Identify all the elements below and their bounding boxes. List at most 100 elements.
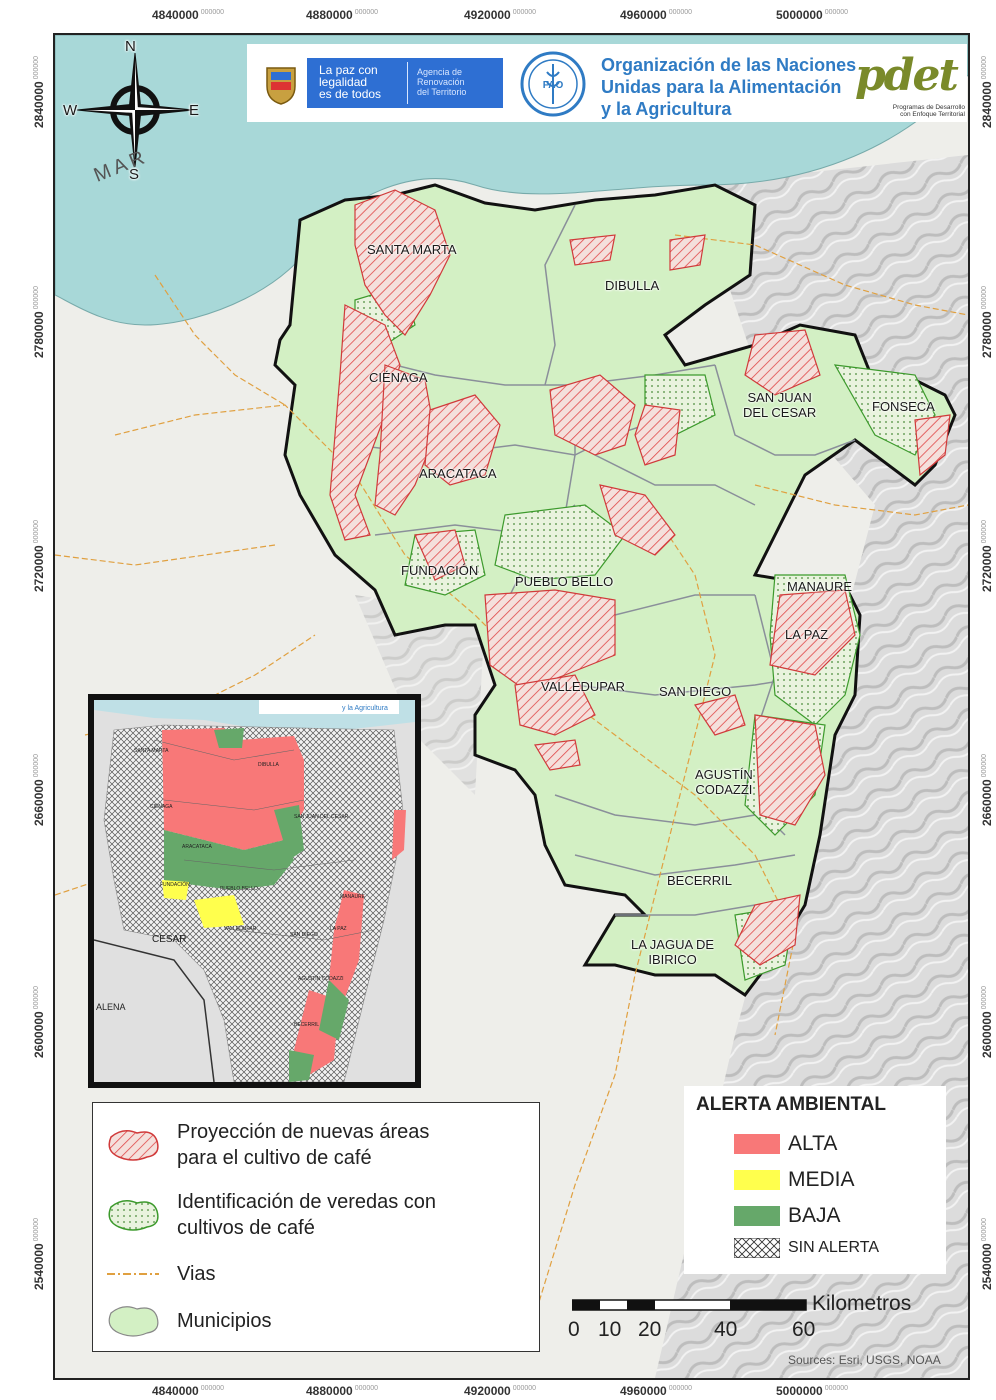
alert-item-alta: ALTA (734, 1132, 837, 1156)
red-hatch-icon (108, 1130, 159, 1161)
label-la-paz: LA PAZ (785, 627, 829, 642)
agency-line1: Agencia de (417, 67, 463, 77)
new-coffee-areas (329, 189, 951, 966)
road-line-icon (107, 1273, 159, 1275)
inset-header-text: y la Agricultura (342, 705, 388, 712)
inset-baja-2 (274, 805, 304, 860)
inset-label-becerril: BECERRIL (294, 1022, 320, 1028)
inset-baja-4 (319, 980, 349, 1040)
legend-alert: ALERTA AMBIENTAL ALTA MEDIA BAJA SIN ALE… (684, 1086, 946, 1274)
inset-media-2 (162, 880, 189, 900)
inset-label-santa-marta: SANTA MARTA (134, 748, 169, 754)
legend-item-municipios: Municipios (103, 1301, 271, 1341)
inset-label-manaure: MANAURE (340, 894, 366, 900)
agency-line3: del Territorio (417, 87, 467, 97)
compass-w: W (63, 102, 78, 119)
legend-text-new-areas: Proyección de nuevas áreas para el culti… (177, 1121, 430, 1169)
legend-text-vias: Vias (177, 1263, 216, 1285)
label-fundacion: FUNDACIÓN (401, 563, 479, 578)
gov-line2: legalidad (319, 75, 368, 89)
inset-label-san-diego: SAN DIEGO (290, 932, 318, 938)
gov-line3: es de todos (319, 87, 382, 101)
inset-label-aracataca: ARACATACA (182, 844, 212, 850)
inset-label-magdalena: ALENA (96, 1002, 126, 1012)
inset-header (259, 700, 399, 714)
inset-label-valledupar: VALLEDUPAR (224, 926, 257, 932)
agency-line2: Renovación (417, 77, 465, 87)
label-aracataca: ARACATACA (419, 466, 497, 481)
inset-baja-3 (214, 728, 244, 748)
coord-right-4: 2660000000000 (980, 753, 994, 826)
baja-swatch (734, 1206, 780, 1226)
label-manaure: MANAURE (787, 579, 853, 594)
coord-right-1: 2840000000000 (980, 55, 994, 128)
inset-muni-lines (153, 739, 375, 941)
inset-map[interactable]: y la Agricultura SANTA MARTA DIBULLA CIÉ… (88, 694, 421, 1088)
legend-text-municipios: Municipios (177, 1310, 272, 1332)
coord-right-3: 2720000000000 (980, 519, 994, 592)
label-dibulla: DIBULLA (605, 278, 660, 293)
coord-right-2: 2780000000000 (980, 285, 994, 358)
inset-baja-central (164, 830, 294, 890)
compass-s: S (129, 166, 140, 183)
pdet-word: pdet (855, 50, 959, 101)
label-cienaga: CIÉNAGA (369, 370, 428, 385)
fao-line1: Organización de las Naciones (601, 55, 857, 75)
inset-label-fundacion: FUNDACIÓN (160, 882, 190, 888)
svg-text:FAO: FAO (543, 80, 564, 91)
alta-swatch (734, 1134, 780, 1154)
coord-right-5: 2600000000000 (980, 985, 994, 1058)
inset-media-1 (194, 895, 244, 928)
compass-e: E (189, 102, 200, 119)
pdet-logo: pdet (855, 50, 959, 101)
inset-alta-ne (392, 810, 406, 860)
inset-label-la-paz: LA PAZ (330, 926, 347, 932)
label-san-juan: SAN JUAN DEL CESAR (743, 390, 817, 420)
label-pueblo-bello: PUEBLO BELLO (515, 574, 614, 589)
pdet-sub1: Programas de Desarrollo (892, 104, 965, 111)
gov-line1: La paz con (319, 63, 378, 77)
scale-tick-0: 0 (568, 1318, 580, 1341)
inset-alta-north (162, 728, 304, 850)
label-becerril: BECERRIL (667, 873, 733, 888)
crosshatch-swatch (734, 1238, 780, 1258)
legend-item-veredas: Identificación de veredas con cultivos d… (103, 1189, 436, 1241)
coord-right-6: 2540000000000 (980, 1217, 994, 1290)
inset-label-dibulla: DIBULLA (258, 762, 279, 768)
scale-bar: Kilometros 0 10 20 40 60 (568, 1292, 928, 1346)
alert-item-media: MEDIA (734, 1168, 855, 1192)
sources-credit: Sources: Esri, USGS, NOAA (788, 1353, 941, 1367)
scale-tick-40: 40 (714, 1318, 738, 1341)
coord-left-1: 2840000000000 (32, 55, 46, 128)
baja-label: BAJA (788, 1204, 841, 1227)
inset-label-san-juan: SAN JUAN DEL CESAR (294, 814, 349, 820)
label-fonseca: FONSECA (872, 399, 935, 414)
compass-n: N (125, 38, 136, 55)
coord-left-4: 2660000000000 (32, 753, 46, 826)
label-agustin-codazzi: AGUSTÍN CODAZZI (695, 767, 753, 797)
alert-item-sin-alerta: SIN ALERTA (734, 1238, 879, 1258)
inset-label-pueblo-bello: PUEBLO BELLO (220, 886, 258, 892)
media-swatch (734, 1170, 780, 1190)
pale-green-icon (108, 1306, 159, 1337)
inset-canvas: y la Agricultura (94, 700, 415, 1082)
label-la-jagua: LA JAGUA DE IBIRICO (631, 937, 715, 967)
inset-baja-5 (289, 1050, 314, 1082)
inset-dept-boundary (94, 939, 215, 1082)
coord-left-3: 2720000000000 (32, 519, 46, 592)
fao-emblem-icon: FAO (520, 51, 586, 117)
legend-main: Proyección de nuevas áreas para el culti… (92, 1102, 540, 1352)
media-label: MEDIA (788, 1168, 855, 1191)
label-san-diego: SAN DIEGO (659, 684, 732, 699)
